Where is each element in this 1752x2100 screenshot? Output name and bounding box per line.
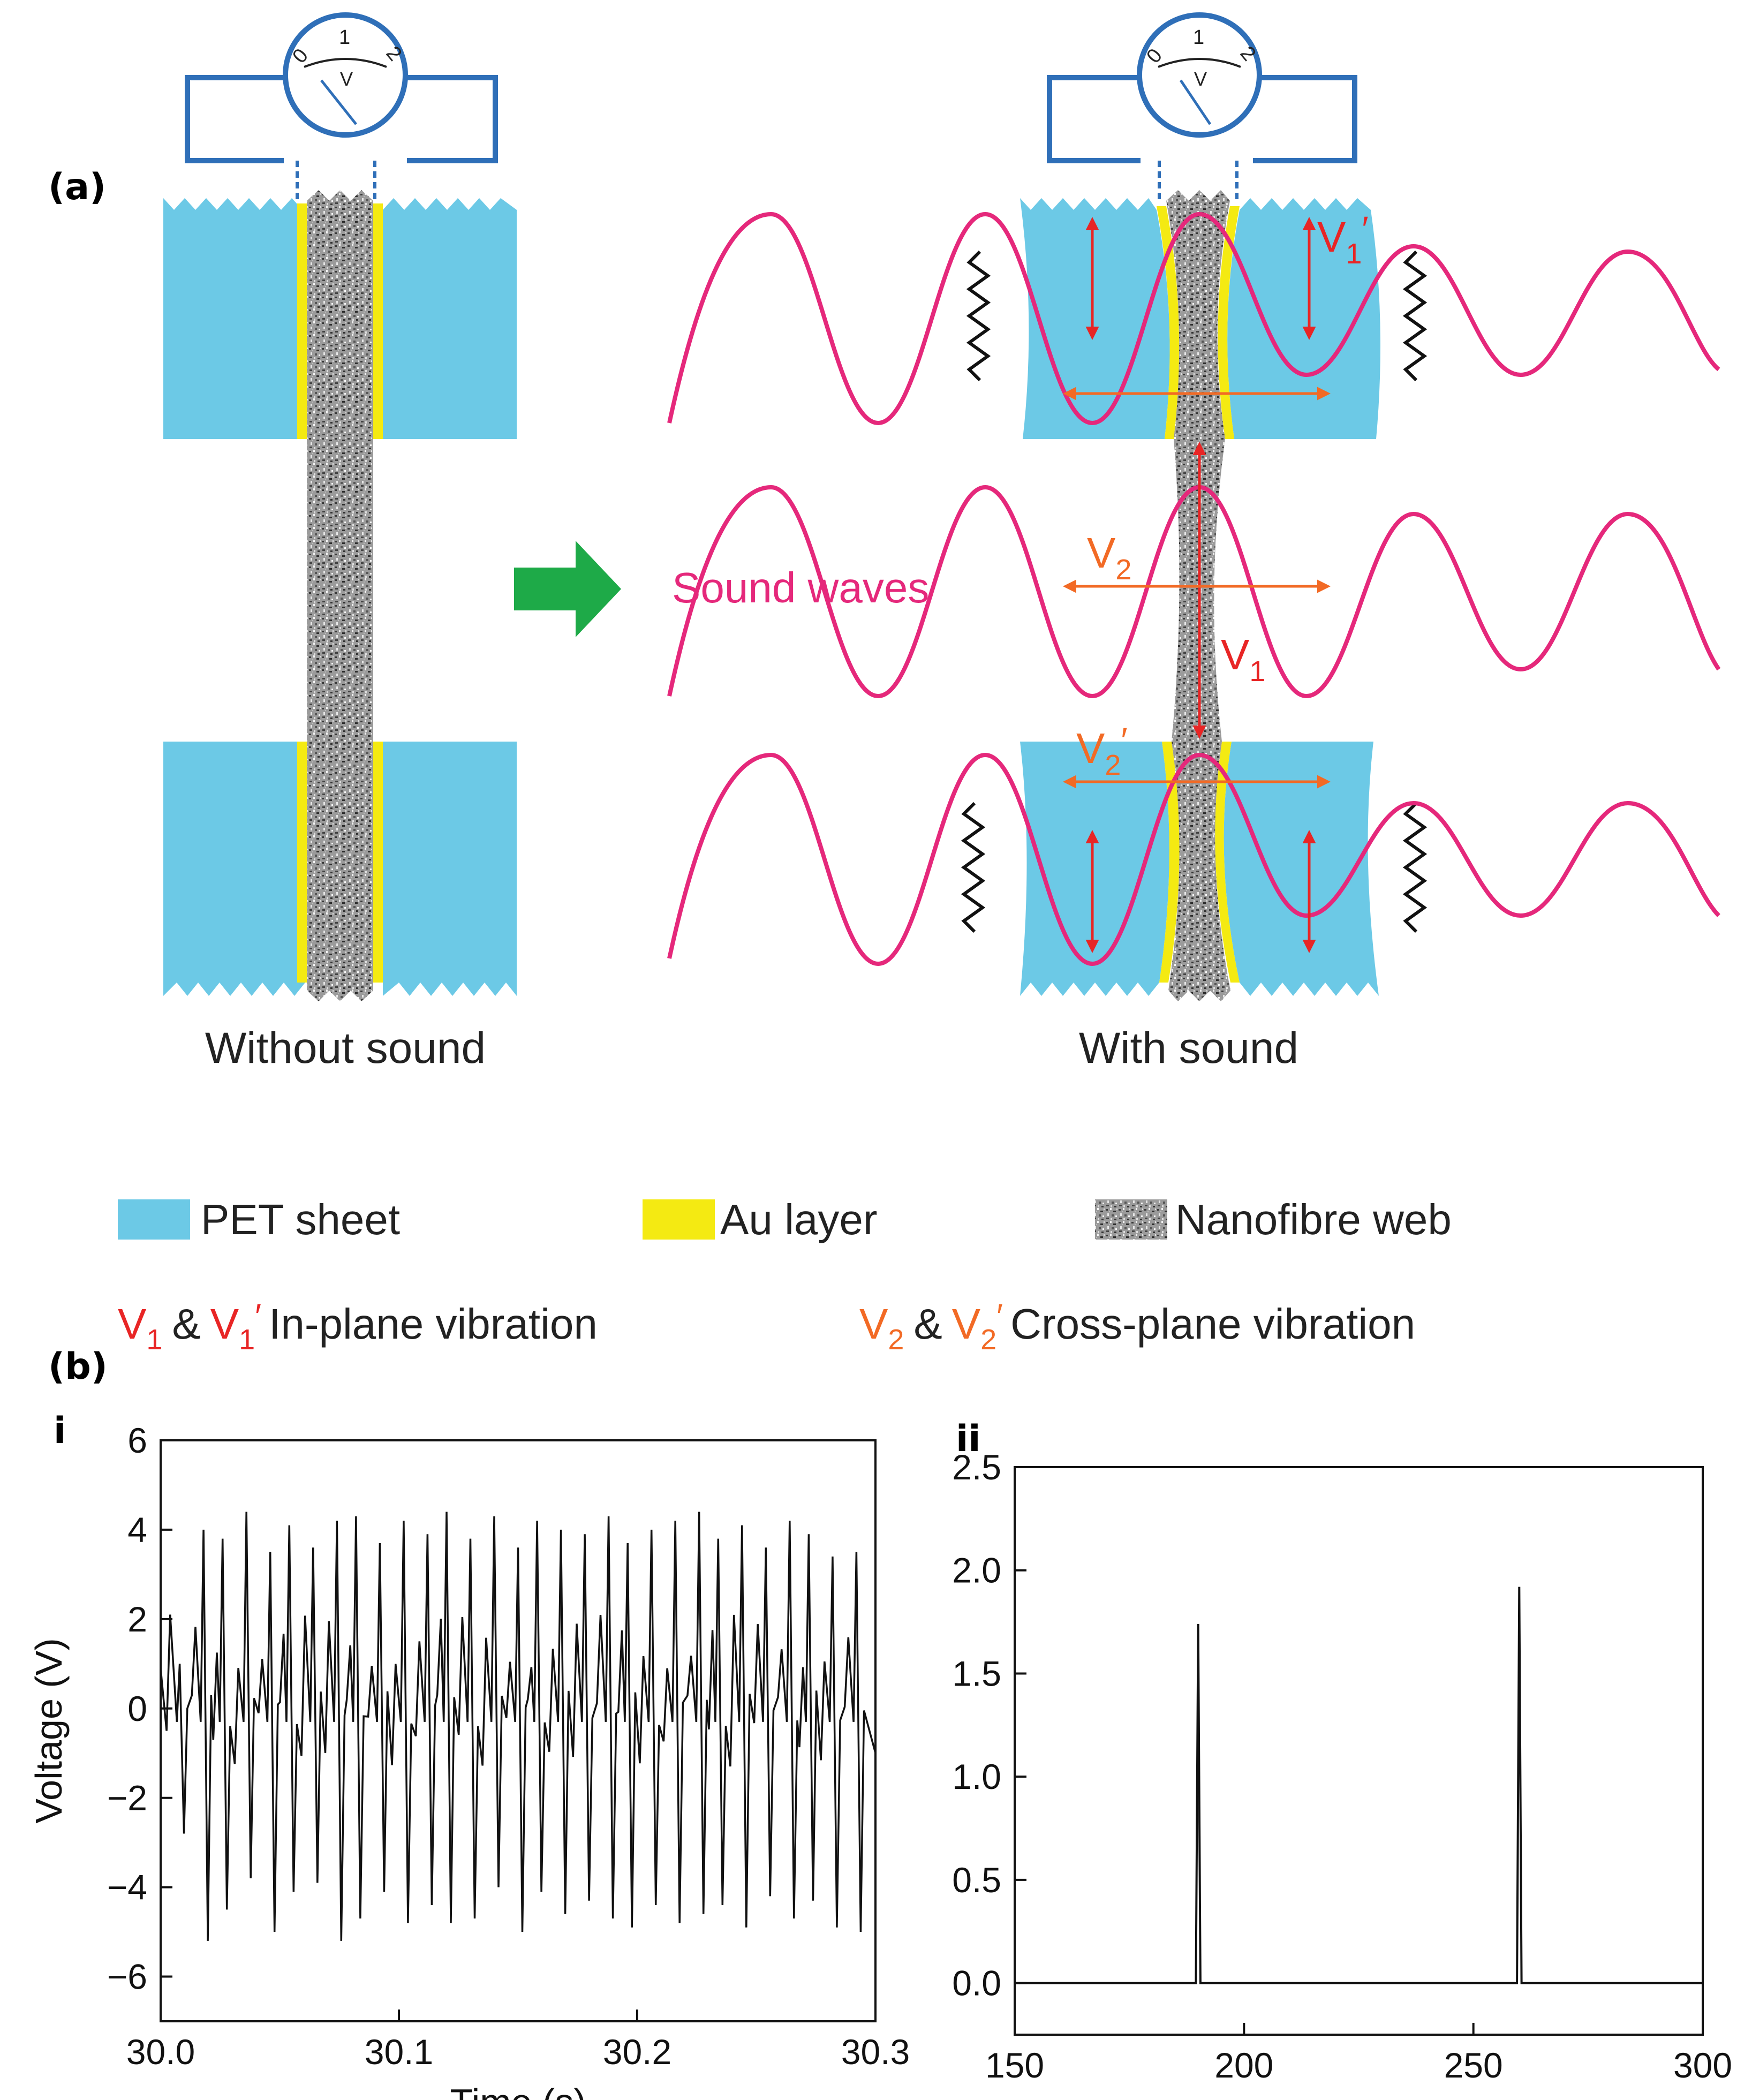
legend-label-au: Au layer: [720, 1196, 877, 1243]
au-layer-bottom-right: [373, 742, 383, 983]
chart2-x-tick-label: 250: [1444, 2045, 1503, 2085]
transition-arrow: [514, 541, 621, 637]
panel-a-label: (a): [48, 166, 106, 208]
legend-label-web: Nanofibre web: [1175, 1196, 1452, 1243]
chart2-x-tick-label: 300: [1673, 2045, 1732, 2085]
spring-top-right: [1402, 250, 1428, 382]
pet-sheet-bottom-left: [163, 742, 305, 996]
pet-sheet-top-right: [383, 198, 517, 439]
panel-b-label: (b): [48, 1346, 108, 1388]
chart1-x-tick-label: 30.0: [126, 2032, 195, 2072]
au-layer-bottom-right-deformed: [1215, 742, 1240, 983]
chart2-x-tick-label: 200: [1214, 2045, 1273, 2085]
chart1-y-tick-label: −6: [107, 1957, 147, 1997]
chart1-voltage-series-line: [160, 1512, 877, 1941]
chart1-y-tick-label: −4: [107, 1868, 147, 1907]
chart1-plot-frame: [160, 1439, 877, 2022]
spring-top-left: [966, 250, 991, 382]
spring-bottom-left: [961, 802, 986, 933]
voltmeter-right: 0 1 2 V: [1047, 12, 1357, 203]
label-v1: V1: [1221, 631, 1265, 688]
legend: PET sheet Au layer Nanofibre web V1&V1′I…: [118, 1196, 1452, 1356]
meter-unit-right: V: [1194, 68, 1207, 90]
caption-with-sound: With sound: [1079, 1024, 1298, 1072]
chart2-y-tick-label: 0.0: [952, 1963, 1001, 2003]
au-layer-top-left-deformed: [1157, 206, 1180, 439]
sound-waves-label: Sound waves: [672, 564, 929, 611]
voltage-time-chart: 30.0 30.1 30.2 30.3 6 4 2 0 −2 −4 −6Time (s) Voltag…: [28, 1421, 910, 2100]
chart2-x-tick-label: 150: [985, 2045, 1044, 2085]
meter-needle: [320, 79, 357, 125]
chart1-y-tick-label: 4: [127, 1510, 147, 1550]
sound-wave-middle: [667, 485, 1721, 699]
label-v1-prime: V1′: [1317, 209, 1369, 270]
legend-swatch-au: [643, 1199, 715, 1240]
chart1-y-tick-label: −2: [107, 1778, 147, 1818]
chart2-y-tick-label: 1.0: [952, 1757, 1001, 1796]
chart2-plot-frame: [1014, 1466, 1704, 2036]
subpanel-i-label: i: [54, 1410, 66, 1452]
chart1-x-tick-label: 30.2: [603, 2032, 671, 2072]
legend-swatch-pet: [118, 1199, 190, 1240]
pet-sheet-bottom-right-deformed: [1224, 742, 1379, 996]
legend-swatch-web: [1095, 1199, 1167, 1240]
au-layer-bottom-left-deformed: [1159, 742, 1180, 983]
label-v2: V2: [1087, 529, 1131, 586]
chart1-y-tick-label: 6: [127, 1421, 147, 1460]
legend-crossplane: V2&V2′Cross-plane vibration: [859, 1297, 1415, 1356]
chart2-y-tick-label: 0.5: [952, 1860, 1001, 1900]
au-layer-top-right: [373, 203, 383, 439]
sound-wave-bottom: [667, 752, 1720, 966]
device-without-sound: 0 1 2 V Without sound: [163, 12, 517, 1072]
spring-bottom-right: [1402, 802, 1428, 933]
subpanel-ii-label: ii: [956, 1418, 981, 1460]
legend-inplane: V1&V1′In-plane vibration: [118, 1297, 598, 1356]
chart2-y-tick-label: 2.0: [952, 1551, 1001, 1590]
chart1-y-axis-title: Voltage (V): [28, 1638, 70, 1823]
device-with-sound: 0 1 2 V Sound waves: [667, 12, 1721, 1072]
label-v2-prime: V2′: [1076, 720, 1128, 781]
chart2-y-tick-label: 2.5: [952, 1447, 1001, 1487]
chart2-y-tick-label: 1.5: [952, 1653, 1001, 1693]
chart1-x-axis-title: Time (s): [450, 2081, 586, 2100]
chart1-y-tick-label: 2: [127, 1599, 147, 1639]
au-layer-top-right-deformed: [1218, 206, 1240, 439]
chart2-spectrum-series-line: [1015, 1587, 1703, 1984]
nanofibre-web-left: [307, 190, 373, 1001]
meter-tick-1-right: 1: [1193, 26, 1204, 49]
chart1-x-tick-label: 30.1: [365, 2032, 433, 2072]
meter-needle-right: [1179, 79, 1212, 125]
caption-without-sound: Without sound: [205, 1024, 486, 1072]
au-layer-top-left: [297, 203, 307, 439]
frequency-spectrum-chart: 150 200 250 300 2.5 2.0 1.5 1.0 0.5 0.0Frequency …: [952, 1447, 1732, 2100]
voltmeter-left: 0 1 2 V: [185, 12, 498, 203]
au-layer-bottom-left: [297, 742, 307, 983]
chart1-y-tick-label: 0: [127, 1689, 147, 1728]
pet-sheet-bottom-right: [383, 742, 517, 996]
pet-sheet-top-left: [163, 198, 305, 439]
meter-unit: V: [340, 68, 353, 90]
meter-tick-1: 1: [339, 26, 350, 49]
chart1-x-tick-label: 30.3: [841, 2032, 910, 2072]
legend-label-pet: PET sheet: [201, 1196, 400, 1243]
chart2-x-axis-title: Frequency (Hz): [1229, 2095, 1487, 2100]
sound-wave-top: [667, 211, 1720, 426]
